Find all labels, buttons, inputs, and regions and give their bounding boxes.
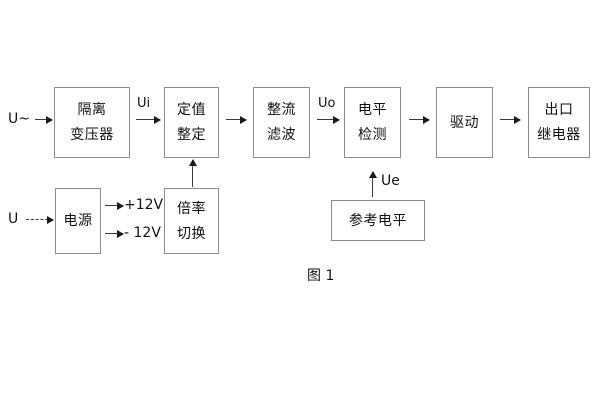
rail-negative-label: - 12V — [124, 225, 161, 241]
block-power-supply: 电源 — [55, 188, 101, 254]
rail-positive-label: +12V — [124, 197, 164, 213]
block-reference-level: 参考电平 — [331, 200, 425, 241]
signal-ue-label: Ue — [381, 173, 400, 189]
block-setting-value: 定值 整定 — [164, 87, 219, 158]
block-multiplier-switch-line2: 切换 — [177, 225, 206, 242]
block-setting-value-line2: 整定 — [177, 127, 206, 143]
block-isolation-transformer: 隔离 变压器 — [54, 87, 130, 158]
block-rectify-filter-line2: 滤波 — [267, 127, 296, 143]
arrow-reference-to-level-detect — [368, 171, 377, 197]
arrow-level-detect-to-drive — [409, 115, 430, 124]
block-drive-line1: 驱动 — [450, 114, 479, 131]
block-level-detect: 电平 检测 — [344, 87, 401, 158]
block-output-relay-line2: 继电器 — [537, 127, 581, 143]
arrow-multiplier-to-setting — [188, 159, 197, 187]
block-rectify-filter: 整流 滤波 — [253, 87, 310, 158]
signal-uo-label: Uo — [318, 96, 336, 111]
figure-caption: 图 1 — [307, 268, 335, 284]
block-output-relay: 出口 继电器 — [528, 87, 590, 158]
block-multiplier-switch-line1: 倍率 — [177, 200, 206, 217]
arrow-dc-to-power-supply — [26, 216, 54, 224]
signal-ui-label: Ui — [137, 96, 151, 111]
block-drive: 驱动 — [436, 87, 493, 158]
block-isolation-transformer-line2: 变压器 — [70, 127, 114, 143]
arrow-setting-to-rectify — [226, 115, 247, 124]
arrow-rectify-to-level-detect — [317, 115, 340, 124]
input-ac-label: U~ — [8, 111, 30, 127]
block-level-detect-line2: 检测 — [358, 127, 387, 143]
block-rectify-filter-line1: 整流 — [267, 102, 296, 118]
block-reference-level-line1: 参考电平 — [349, 212, 407, 229]
block-multiplier-switch: 倍率 切换 — [164, 188, 219, 254]
block-output-relay-line1: 出口 — [544, 102, 574, 118]
arrow-transformer-to-setting — [136, 115, 161, 124]
arrow-ac-to-transformer — [35, 115, 53, 124]
input-dc-label: U — [8, 211, 19, 227]
arrow-rail-negative — [105, 229, 124, 238]
block-isolation-transformer-line1: 隔离 — [77, 102, 107, 118]
arrow-rail-positive — [105, 201, 124, 210]
block-power-supply-line1: 电源 — [63, 213, 93, 229]
block-setting-value-line1: 定值 — [177, 102, 206, 118]
arrow-drive-to-output-relay — [500, 115, 521, 124]
block-level-detect-line1: 电平 — [358, 102, 387, 118]
